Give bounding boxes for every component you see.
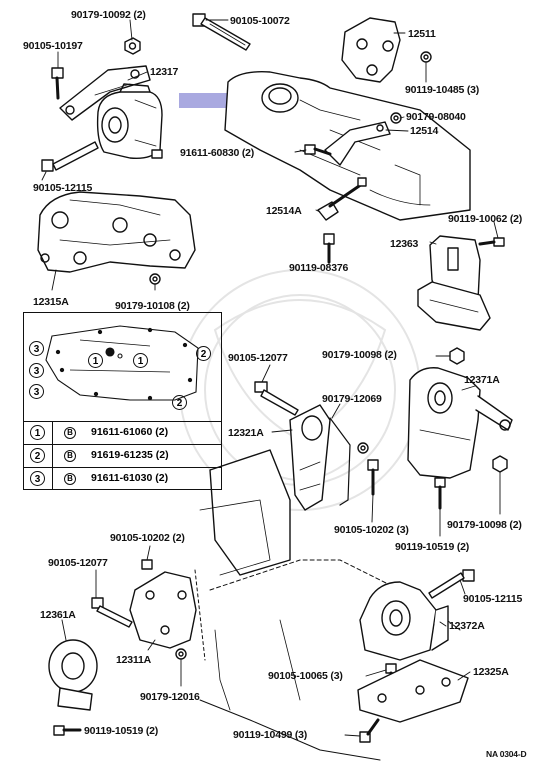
label-90105-12115-upper: 90105-12115 — [33, 182, 93, 194]
bolt-90105-12077-upper — [254, 381, 299, 416]
legend-bolt-icon: B — [64, 450, 76, 462]
label-90119-08376: 90119-08376 — [289, 262, 349, 274]
label-90179-10098-lower: 90179-10098 (2) — [447, 519, 522, 531]
bolt-90105-10202-lower — [141, 559, 153, 570]
label-90119-10519-upper: 90119-10519 (2) — [395, 541, 470, 553]
bolt-91611-60830 — [304, 144, 332, 156]
label-12372A: 12372A — [449, 620, 485, 632]
legend-row-3: 3 B 91611-61030 (2) — [24, 467, 221, 490]
label-12511: 12511 — [408, 28, 436, 40]
rod-12321A — [289, 404, 351, 511]
label-12361A: 12361A — [40, 609, 76, 621]
label-91611-60830: 91611-60830 (2) — [180, 147, 255, 159]
legend-key-1: 1 — [30, 425, 45, 440]
label-90179-12069: 90179-12069 — [322, 393, 382, 405]
legend-divider — [52, 468, 53, 490]
label-12325A: 12325A — [473, 666, 509, 678]
cover-12315A — [37, 191, 196, 273]
label-12321A: 12321A — [228, 427, 264, 439]
mount-12371A — [407, 367, 513, 479]
bracket-12514 — [324, 121, 391, 166]
label-12317: 12317 — [150, 66, 179, 78]
label-90119-10485: 90119-10485 (3) — [405, 84, 480, 96]
label-90105-12077-lower: 90105-12077 — [48, 557, 108, 569]
transmission-case — [199, 449, 461, 761]
bolt-90105-10197 — [51, 67, 64, 100]
bolt-90105-10072 — [192, 13, 251, 51]
label-90179-10092: 90179-10092 (2) — [71, 9, 146, 21]
legend-box: 3 3 3 1 1 2 2 1 B 91611-61060 (2) 2 B 91… — [23, 312, 222, 490]
label-12514A: 12514A — [266, 205, 302, 217]
label-90119-10519-lower: 90119-10519 (2) — [84, 725, 159, 737]
leader-lines — [41, 19, 501, 737]
inset-mark-3c: 3 — [29, 384, 44, 399]
label-90179-12016: 90179-12016 — [140, 691, 200, 703]
nut-90179-10092 — [124, 37, 141, 55]
mount-12361A — [48, 639, 98, 711]
bolt-90105-12115-lower — [428, 569, 475, 599]
label-90105-10202-upper: 90105-10202 (3) — [334, 524, 409, 536]
label-90179-10098-upper: 90179-10098 (2) — [322, 349, 397, 361]
label-90105-10065: 90105-10065 (3) — [268, 670, 343, 682]
bracket-12317 — [59, 65, 151, 121]
label-90119-10499: 90119-10499 (3) — [233, 729, 308, 741]
label-90105-10202-lower: 90105-10202 (2) — [110, 532, 185, 544]
legend-inset-drawing — [45, 325, 199, 401]
bolt-90105-12115-upper — [41, 141, 99, 172]
label-90179-10108: 90179-10108 (2) — [115, 300, 190, 312]
legend-part-3: 91611-61030 (2) — [91, 472, 169, 484]
highlight-bar — [179, 93, 229, 108]
nut-90179-12016 — [175, 648, 187, 660]
label-12315A: 12315A — [33, 296, 69, 308]
plate-12325A — [357, 659, 469, 723]
legend-bolt-icon: B — [64, 427, 76, 439]
legend-row-2: 2 B 91619-61235 (2) — [24, 444, 221, 467]
bracket-12511 — [341, 17, 401, 83]
inset-mark-3a: 3 — [29, 341, 44, 356]
legend-divider — [52, 422, 53, 444]
bolt-90119-08376 — [323, 233, 335, 264]
nut-90179-10108 — [149, 273, 161, 285]
legend-key-2: 2 — [30, 448, 45, 463]
bolt-90119-10519-upper — [434, 477, 446, 510]
bolt-90119-10519-lower — [53, 725, 82, 736]
bracket-12363 — [417, 235, 491, 331]
mount-12372A — [359, 581, 449, 661]
label-90105-10197: 90105-10197 — [23, 40, 83, 52]
legend-key-3: 3 — [30, 471, 45, 486]
inset-mark-1a: 1 — [88, 353, 103, 368]
legend-bolt-icon: B — [64, 473, 76, 485]
inset-mark-3b: 3 — [29, 363, 44, 378]
label-12514: 12514 — [410, 125, 439, 137]
bolt-90105-12077-lower — [91, 597, 133, 628]
label-12311A: 12311A — [116, 654, 152, 666]
legend-part-2: 91619-61235 (2) — [91, 449, 169, 461]
label-12363: 12363 — [390, 238, 419, 250]
label-12371A: 12371A — [464, 374, 500, 386]
label-90105-10072: 90105-10072 — [230, 15, 290, 27]
inset-mark-2b: 2 — [172, 395, 187, 410]
inset-mark-1b: 1 — [133, 353, 148, 368]
legend-part-1: 91611-61060 (2) — [91, 426, 169, 438]
legend-row-1: 1 B 91611-61060 (2) — [24, 421, 221, 444]
bracket-12311A — [129, 569, 206, 661]
bolt-90105-10202-upper — [367, 459, 379, 496]
drawing-reference: NA 0304-D — [486, 749, 527, 759]
label-90105-12077-upper: 90105-12077 — [228, 352, 288, 364]
engine-mount-12317 — [96, 83, 163, 160]
nut-90179-10098-upper — [449, 347, 465, 365]
nut-90179-10098-lower — [492, 455, 508, 473]
nut-90179-08040 — [390, 112, 402, 124]
label-90119-10062: 90119-10062 (2) — [448, 213, 523, 225]
bolt-90119-10499 — [359, 718, 380, 743]
bracket-12514A — [317, 177, 367, 221]
label-90105-12115-lower: 90105-12115 — [463, 593, 523, 605]
nut-90119-10485 — [420, 51, 432, 63]
bolt-90119-10062 — [478, 237, 505, 247]
nut-90179-12069 — [357, 442, 369, 454]
legend-divider — [52, 445, 53, 467]
label-90179-08040: 90179-08040 — [406, 111, 466, 123]
inset-mark-2a: 2 — [196, 346, 211, 361]
